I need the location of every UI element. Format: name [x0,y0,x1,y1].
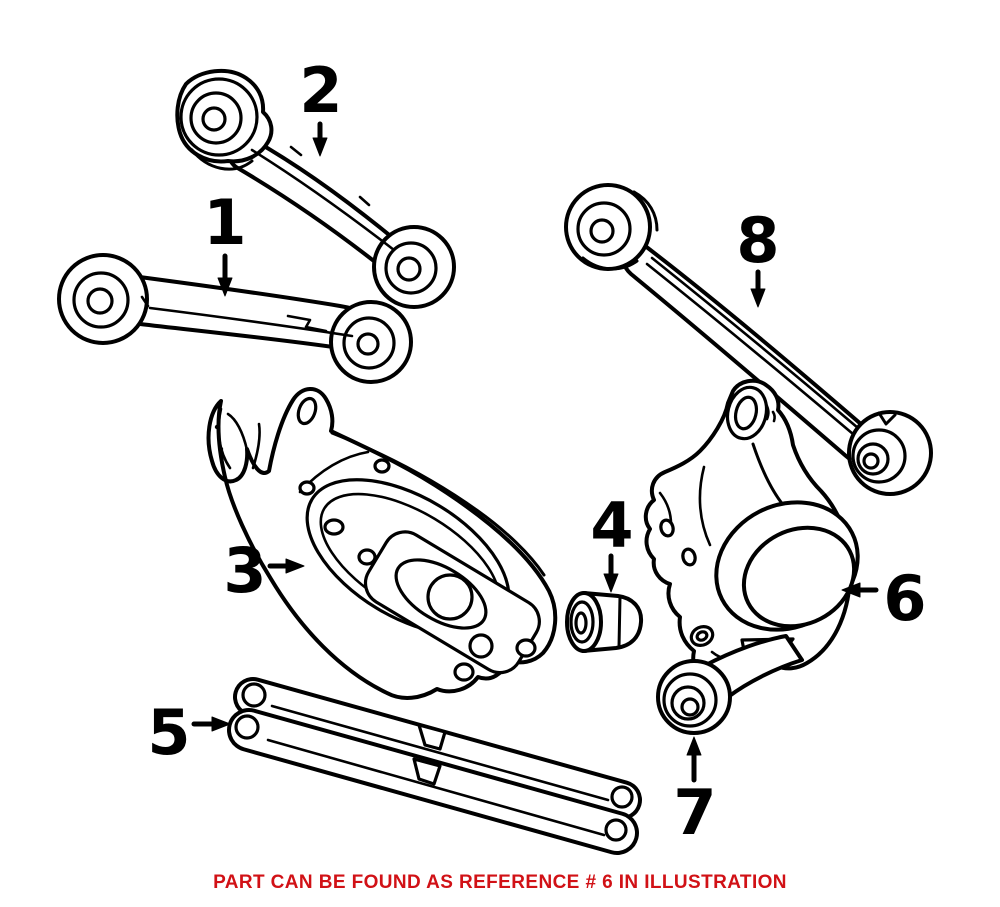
part-wheel-carrier-6 [643,378,860,689]
callout-5-label: 5 [147,696,190,769]
callout-2-label: 2 [299,54,342,127]
part-arm-1 [57,253,413,384]
callout-6: 6 [841,562,927,635]
reference-caption: PART CAN BE FOUND AS REFERENCE # 6 IN IL… [213,872,787,893]
callout-3: 3 [223,534,305,607]
callout-7: 7 [673,736,717,849]
part-track-rod-5 [227,677,642,855]
callout-4-label: 4 [590,489,633,562]
callout-2: 2 [299,54,343,157]
callout-6-label: 6 [883,562,926,635]
callout-5: 5 [147,696,231,769]
part-bushing-4 [565,591,644,653]
callout-8-label: 8 [736,204,779,277]
callout-1: 1 [203,186,247,297]
callout-8: 8 [736,204,780,308]
callout-7-label: 7 [673,776,716,849]
part-spring-control-arm-3 [206,387,558,700]
callout-4: 4 [590,489,634,593]
part-arm-2 [175,68,456,309]
part-arm-8 [564,183,933,496]
part-bushing-7 [656,634,804,735]
callout-1-label: 1 [203,186,246,259]
callout-3-label: 3 [223,534,266,607]
